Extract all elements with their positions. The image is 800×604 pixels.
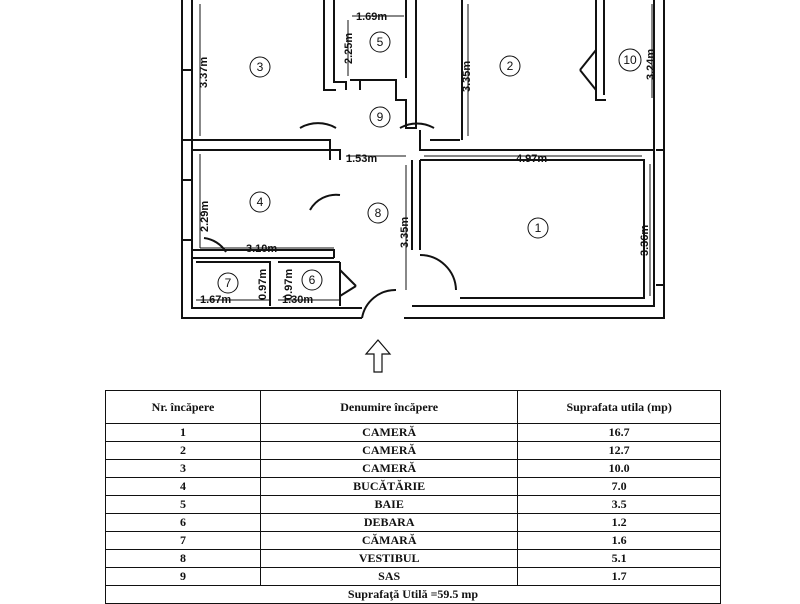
cell-area: 1.2 — [517, 513, 721, 532]
cell-name: CĂMARĂ — [259, 531, 519, 550]
room-number-6: 6 — [309, 273, 316, 287]
dim-4-97: 4.97m — [516, 153, 547, 165]
header-room-number: Nr. încăpere — [105, 390, 261, 424]
cell-nr: 2 — [105, 441, 261, 460]
cell-area: 16.7 — [517, 423, 721, 442]
floor-plan: 1 2 3 4 5 6 7 8 9 10 1.69m 2.25m 3.37m 3… — [181, 0, 665, 373]
dim-0-97-b: 0.97m — [283, 269, 295, 300]
room-number-4: 4 — [257, 195, 264, 209]
cell-nr: 8 — [105, 549, 261, 568]
cell-name: CAMERĂ — [259, 459, 519, 478]
header-useful-area: Suprafata utila (mp) — [517, 390, 721, 424]
dim-2-29: 2.29m — [199, 201, 211, 232]
cell-name: BAIE — [259, 495, 519, 514]
room-number-3: 3 — [257, 60, 264, 74]
room-number-2: 2 — [507, 59, 514, 73]
dim-3-36: 3.36m — [639, 225, 651, 256]
room-number-9: 9 — [377, 110, 384, 124]
dim-3-35-bottom: 3.35m — [399, 217, 411, 248]
cell-area: 1.6 — [517, 531, 721, 550]
dim-1-53: 1.53m — [346, 153, 377, 165]
room-number-10: 10 — [623, 53, 637, 67]
dim-0-97-a: 0.97m — [257, 269, 269, 300]
cell-area: 7.0 — [517, 477, 721, 496]
cell-name: VESTIBUL — [259, 549, 519, 568]
cell-area: 5.1 — [517, 549, 721, 568]
cell-name: CAMERĂ — [259, 441, 519, 460]
cell-area: 1.7 — [517, 567, 721, 586]
cell-nr: 4 — [105, 477, 261, 496]
room-number-8: 8 — [375, 206, 382, 220]
cell-name: CAMERĂ — [259, 423, 519, 442]
bathroom-wall — [350, 0, 417, 129]
cell-nr: 7 — [105, 531, 261, 550]
dim-1-69: 1.69m — [356, 11, 387, 23]
cell-area: 3.5 — [517, 495, 721, 514]
dim-3-10: 3.10m — [246, 243, 277, 255]
dim-3-24: 3.24m — [645, 49, 657, 80]
total-useful-area: Suprafaţă Utilă =59.5 mp — [105, 585, 721, 604]
cell-nr: 9 — [105, 567, 261, 586]
room-number-1: 1 — [535, 221, 542, 235]
dim-1-30: 1.30m — [282, 294, 313, 306]
header-room-name: Denumire încăpere — [259, 390, 519, 424]
cell-name: SAS — [259, 567, 519, 586]
cell-nr: 1 — [105, 423, 261, 442]
door-swing-9-left — [299, 122, 337, 129]
cell-name: DEBARA — [259, 513, 519, 532]
cell-nr: 5 — [105, 495, 261, 514]
dim-2-25: 2.25m — [343, 33, 355, 64]
cell-nr: 3 — [105, 459, 261, 478]
total-row: Suprafaţă Utilă =59.5 mp — [105, 585, 721, 604]
room-number-5: 5 — [377, 35, 384, 49]
dim-3-35-top: 3.35m — [461, 61, 473, 92]
dim-3-37: 3.37m — [198, 57, 210, 88]
outer-wall-right — [404, 0, 665, 319]
cell-area: 12.7 — [517, 441, 721, 460]
room-number-7: 7 — [225, 276, 232, 290]
cell-nr: 6 — [105, 513, 261, 532]
cell-name: BUCĂTĂRIE — [259, 477, 519, 496]
cell-area: 10.0 — [517, 459, 721, 478]
room-area-table: Nr. încăpere Denumire încăpere Suprafata… — [105, 390, 721, 604]
entrance-arrow-icon — [364, 339, 392, 373]
outer-wall-left — [181, 0, 362, 319]
dim-1-67: 1.67m — [200, 294, 231, 306]
